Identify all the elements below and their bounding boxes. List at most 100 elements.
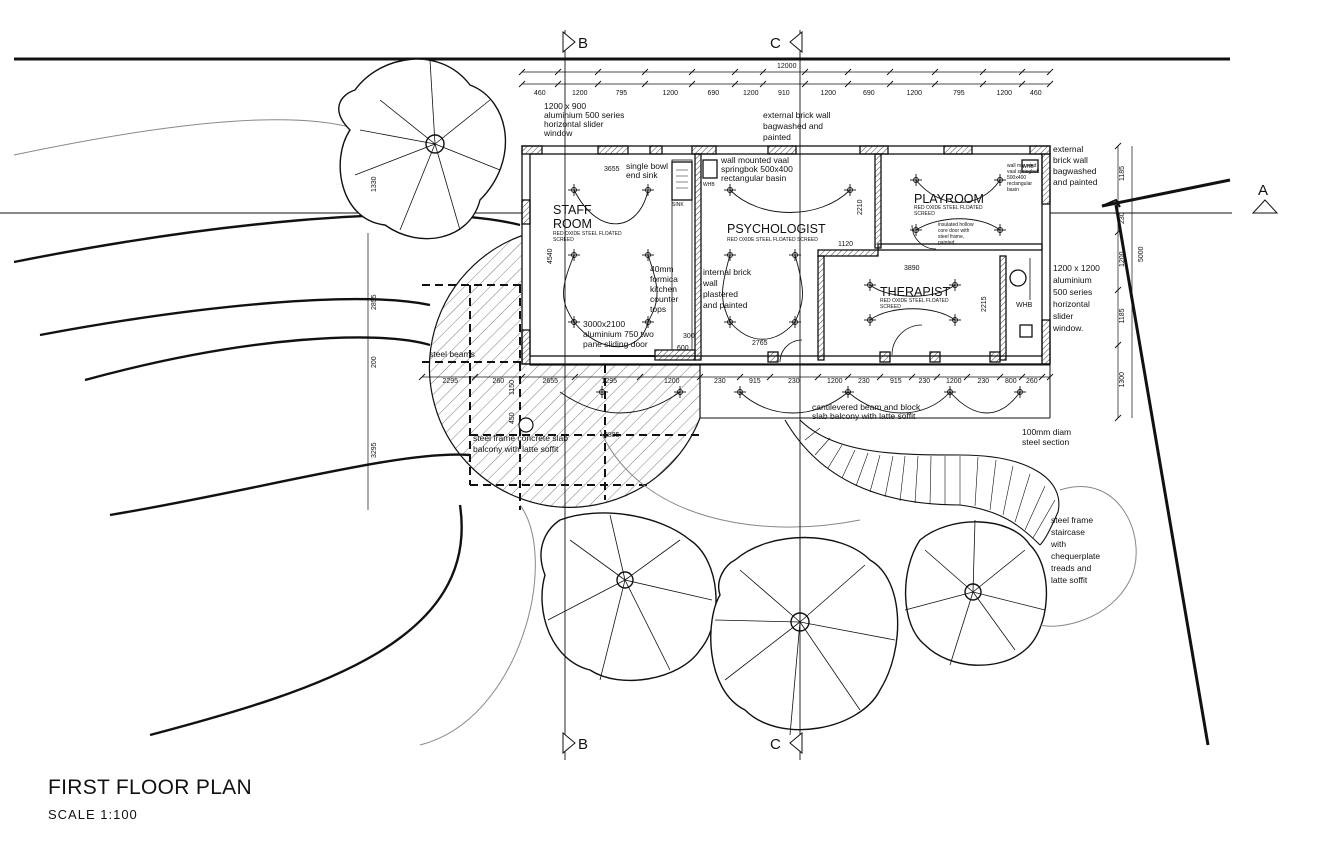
fixture-whb-1: WHB xyxy=(703,182,715,188)
dim-top-12: 460 xyxy=(1030,90,1042,97)
note-staircase-line: staircase xyxy=(1051,527,1085,537)
note-window-top-line: aluminium 500 series xyxy=(544,110,624,120)
room-staff-finish-2: SCREED xyxy=(553,237,574,243)
room-staff-finish-1: RED OXIDE STEEL FLOATED xyxy=(553,231,622,237)
dim-top-2: 795 xyxy=(616,90,628,97)
boundary-line-east xyxy=(1101,178,1231,208)
light-fixture xyxy=(596,386,608,398)
dim-left-2: 200 xyxy=(371,356,378,368)
note-basin-small-line: vaal springbok xyxy=(1007,169,1040,175)
dim-top-10: 795 xyxy=(953,90,965,97)
site-lines xyxy=(0,57,1232,746)
dimension-lines xyxy=(367,71,1133,510)
fixture-whb-2: WHB xyxy=(1022,164,1034,170)
section-marks xyxy=(562,30,1279,760)
dim-top-4: 690 xyxy=(708,90,720,97)
note-sink-line: end sink xyxy=(626,170,658,180)
room-psychologist-finish: RED OXIDE STEEL FLOATED SCREED xyxy=(727,237,818,243)
tree-bottom-2 xyxy=(710,535,899,736)
dimension-texts: 12000 460 1200 795 1200 690 1200 910 1200 690 120… xyxy=(371,63,1145,458)
note-ext-wall-top-line: painted xyxy=(763,132,791,142)
note-staircase-line: with xyxy=(1050,539,1066,549)
dim-600: 600 xyxy=(677,345,689,352)
building-walls xyxy=(521,145,1051,365)
note-window-top-line: window xyxy=(543,128,573,138)
note-basin-main-line: springbok 500x400 xyxy=(721,164,793,174)
note-balcony-right-line: cantilevered beam and block xyxy=(812,402,921,412)
room-therapist: THERAPIST xyxy=(880,285,951,299)
note-sliding-door-line: aluminium 750 two xyxy=(583,329,654,339)
section-label-c-top: C xyxy=(770,35,781,52)
dim-2765: 2765 xyxy=(752,340,768,347)
note-staircase-line: chequerplate xyxy=(1051,551,1100,561)
dim-overall: 12000 xyxy=(777,63,797,70)
tree-bottom-1 xyxy=(540,512,717,682)
tree-top-left xyxy=(338,58,507,240)
drawing-scale: SCALE 1:100 xyxy=(48,807,138,822)
dim-left-3: 3295 xyxy=(371,442,378,458)
dim-1120: 1120 xyxy=(838,241,853,248)
dim-bottom-3: 1295 xyxy=(602,378,618,385)
note-door-small-line: painted xyxy=(938,240,955,246)
fixture-sink: SINK xyxy=(672,202,684,208)
note-counter-line: formica xyxy=(650,274,678,284)
room-playroom-finish-1: RED OXIDE STEEL FLOATED xyxy=(914,205,983,211)
dim-1150: 1150 xyxy=(509,380,516,395)
section-label-b-top: B xyxy=(578,35,588,52)
note-window-top-line: horizontal slider xyxy=(544,119,604,129)
note-ext-wall-right-line: and painted xyxy=(1053,177,1098,187)
note-window-right-line: 1200 x 1200 xyxy=(1053,263,1100,273)
section-labels: B B C C A xyxy=(578,35,1268,753)
lighting-layout xyxy=(559,174,1026,414)
note-basin-main-line: wall mounted vaal xyxy=(720,155,789,165)
note-counter-line: 40mm xyxy=(650,264,674,274)
dim-top-6: 910 xyxy=(778,90,790,97)
dim-bottom-10: 915 xyxy=(890,378,902,385)
dim-bottom-7: 230 xyxy=(788,378,800,385)
drawing-title: FIRST FLOOR PLAN xyxy=(48,776,252,799)
note-balcony-left-line: balcony with latte soffit xyxy=(473,444,559,454)
note-window-right-line: aluminium xyxy=(1053,275,1092,285)
note-sliding-door-line: 3000x2100 xyxy=(583,319,625,329)
dim-2210: 2210 xyxy=(857,199,864,215)
dim-top-8: 690 xyxy=(863,90,875,97)
room-playroom-finish-2: SCREED xyxy=(914,211,935,217)
note-ext-wall-right-line: brick wall xyxy=(1053,155,1088,165)
balcony-right xyxy=(700,364,1051,419)
dim-bottom-8: 1200 xyxy=(827,378,843,385)
note-window-top-line: 1200 x 900 xyxy=(544,101,586,111)
note-door-small-line: core door with xyxy=(938,228,970,234)
dim-top-0: 460 xyxy=(534,90,546,97)
dim-right-overall: 5000 xyxy=(1138,246,1145,262)
dim-3885: 3885 xyxy=(604,432,620,439)
note-counter-line: counter xyxy=(650,294,679,304)
dim-bottom-9: 230 xyxy=(858,378,870,385)
section-label-a: A xyxy=(1258,182,1268,199)
note-basin-main-line: rectangular basin xyxy=(721,173,786,183)
dim-top-3: 1200 xyxy=(663,90,679,97)
note-ext-wall-right-line: external xyxy=(1053,144,1083,154)
section-label-b-bottom: B xyxy=(578,736,588,753)
note-staircase-line: steel frame xyxy=(1051,515,1093,525)
note-internal-wall-line: and painted xyxy=(703,300,748,310)
dim-3890: 3890 xyxy=(904,265,920,272)
room-therapist-finish-1: RED OXIDE STEEL FLOATED xyxy=(880,298,949,304)
dim-4540: 4540 xyxy=(547,248,554,264)
boundary-line-east-2 xyxy=(1114,204,1210,746)
note-sink-line: single bowl xyxy=(626,161,668,171)
note-ext-wall-right-line: bagwashed xyxy=(1053,166,1097,176)
dim-top-1: 1200 xyxy=(572,90,588,97)
dim-bottom-4: 1200 xyxy=(664,378,680,385)
note-counter-line: tops xyxy=(650,304,666,314)
note-counter-line: kitchen xyxy=(650,284,677,294)
dim-1330: 1330 xyxy=(371,176,378,192)
dim-450: 450 xyxy=(509,412,516,424)
dim-top-5: 1200 xyxy=(743,90,759,97)
note-door-small-line: steel frame, xyxy=(938,234,964,240)
section-label-c-bottom: C xyxy=(770,736,781,753)
note-balcony-right-line: slab balcony with latte soffit xyxy=(812,411,916,421)
dim-300: 300 xyxy=(683,333,695,340)
note-window-right-line: window. xyxy=(1052,323,1083,333)
